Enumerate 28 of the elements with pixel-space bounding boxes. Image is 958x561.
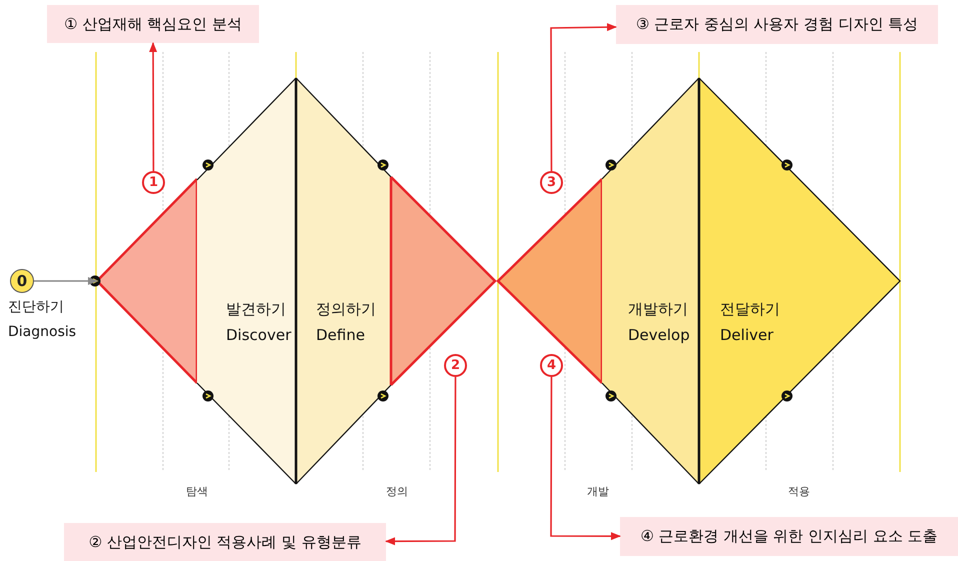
phase-label: 전달하기 bbox=[720, 300, 780, 319]
axis-label: 정의 bbox=[386, 484, 408, 499]
phase-label: Discover bbox=[226, 326, 292, 344]
callout-number: 1 bbox=[142, 171, 165, 194]
callout-number: 2 bbox=[444, 354, 467, 377]
phase-label: 개발하기 bbox=[628, 300, 688, 319]
callout-number: 4 bbox=[540, 354, 563, 377]
phase-label: Deliver bbox=[720, 326, 774, 344]
phase-label: 발견하기 bbox=[226, 300, 286, 319]
axis-label: 탐색 bbox=[186, 484, 208, 499]
phase-region bbox=[602, 78, 699, 484]
start-circle: 0 bbox=[10, 269, 34, 293]
caption-text: 진단하기 bbox=[8, 298, 64, 316]
phase-label: 정의하기 bbox=[316, 300, 376, 319]
callout-box: ① 산업재해 핵심요인 분석 bbox=[47, 5, 259, 43]
axis-label: 적용 bbox=[788, 484, 810, 499]
phase-region bbox=[296, 78, 391, 484]
phase-label: Develop bbox=[628, 326, 690, 344]
caption-text: Diagnosis bbox=[8, 324, 76, 340]
callout-box: ③ 근로자 중심의 사용자 경험 디자인 특성 bbox=[616, 5, 938, 44]
phase-region bbox=[197, 78, 296, 484]
callout-box: ④ 근로환경 개선을 위한 인지심리 요소 도출 bbox=[620, 517, 958, 556]
callout-number: 3 bbox=[540, 171, 563, 194]
phase-label: Define bbox=[316, 326, 365, 344]
phase-region bbox=[699, 78, 900, 484]
callout-box: ② 산업안전디자인 적용사례 및 유형분류 bbox=[64, 523, 386, 561]
axis-label: 개발 bbox=[587, 484, 609, 499]
triangle-shape bbox=[391, 177, 495, 385]
